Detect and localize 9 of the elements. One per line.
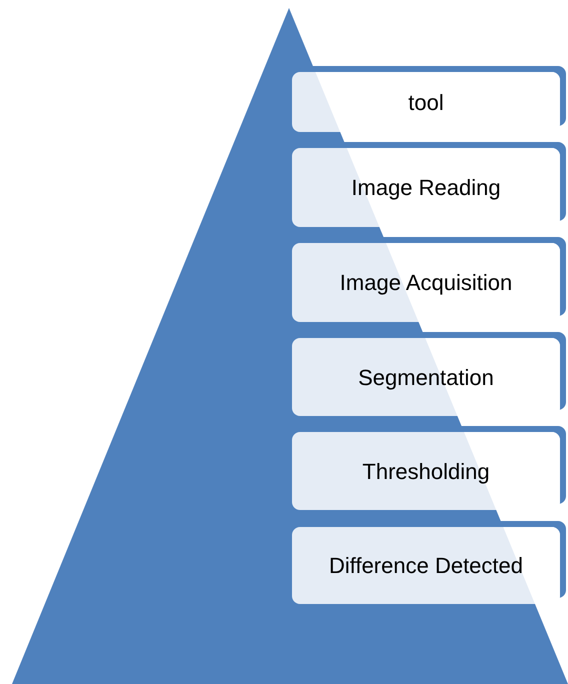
step-label: Image Reading	[351, 174, 501, 202]
step-label: Thresholding	[362, 458, 490, 486]
step-label: Segmentation	[358, 364, 494, 392]
step-label: tool	[408, 88, 444, 116]
step-label: Image Acquisition	[340, 269, 512, 297]
step-label: Difference Detected	[328, 552, 524, 580]
step-box	[292, 72, 560, 132]
step-box	[292, 148, 560, 227]
step-box	[292, 243, 560, 322]
